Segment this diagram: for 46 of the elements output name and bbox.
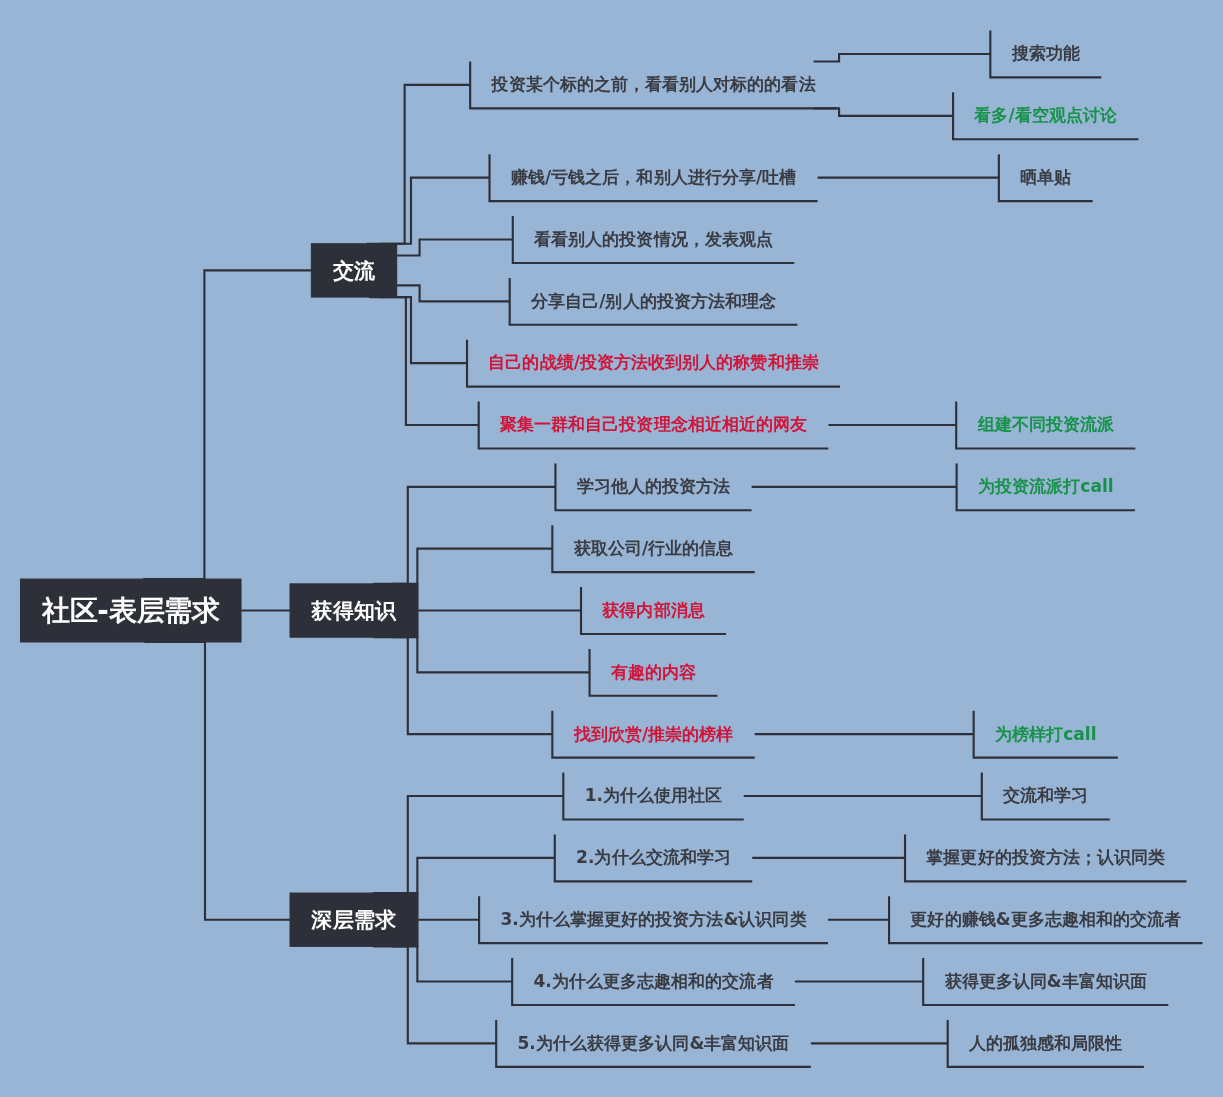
node-box: 5.为什么获得更多认同&丰富知识面 <box>495 1018 812 1068</box>
node-box: 为投资流派打call <box>955 462 1136 512</box>
connector <box>754 732 974 736</box>
node-box: 交流和学习 <box>980 771 1111 821</box>
node-box: 人的孤独感和局限性 <box>946 1018 1145 1068</box>
node-box: 社区-表层需求 <box>20 578 242 643</box>
node-box: 有趣的内容 <box>588 647 719 697</box>
node-box: 看多/看空观点讨论 <box>952 91 1140 141</box>
node-box: 交流 <box>310 243 398 298</box>
node-box: 深层需求 <box>289 892 419 947</box>
node-box: 学习他人的投资方法 <box>554 462 753 512</box>
node-box: 获得知识 <box>289 583 419 638</box>
connector <box>241 609 291 612</box>
connector <box>827 918 890 921</box>
node-box: 自己的战绩/投资方法收到别人的称赞和推崇 <box>465 338 842 388</box>
connector <box>794 980 924 983</box>
connector <box>817 176 999 179</box>
connector <box>396 238 513 257</box>
connector <box>828 423 957 426</box>
connector <box>752 856 906 859</box>
connector <box>418 918 480 921</box>
node-box: 聚集一群和自己投资理念相近相近的网友 <box>477 400 830 450</box>
connector <box>813 52 991 63</box>
connector <box>418 609 582 612</box>
connector <box>810 1042 948 1045</box>
node-box: 更好的赚钱&更多志趣相和的交流者 <box>888 895 1204 945</box>
node-box: 看看别人的投资情况，发表观点 <box>511 214 796 264</box>
node-box: 搜索功能 <box>989 29 1103 79</box>
node-box: 投资某个标的之前，看看别人对标的的看法 <box>469 60 838 110</box>
node-box: 晒单贴 <box>997 152 1094 202</box>
node-box: 获得更多认同&丰富知识面 <box>922 956 1170 1006</box>
node-box: 赚钱/亏钱之后，和别人进行分享/吐槽 <box>488 152 819 202</box>
node-box: 掌握更好的投资方法；认识同类 <box>903 833 1188 883</box>
node-box: 为榜样打call <box>972 709 1119 759</box>
connector <box>743 794 982 797</box>
node-box: 获得内部消息 <box>579 585 728 635</box>
node-box: 3.为什么掌握更好的投资方法&认识同类 <box>478 895 829 945</box>
connector <box>396 284 510 303</box>
node-box: 1.为什么使用社区 <box>562 771 745 821</box>
node-box: 2.为什么交流和学习 <box>553 833 754 883</box>
node-box: 组建不同投资流派 <box>955 400 1137 450</box>
node-box: 找到欣赏/推崇的榜样 <box>551 709 756 759</box>
node-box: 获取公司/行业的信息 <box>551 523 756 573</box>
node-box: 分享自己/别人的投资方法和理念 <box>508 276 799 326</box>
connector <box>751 485 957 488</box>
node-box: 4.为什么更多志趣相和的交流者 <box>511 956 796 1006</box>
